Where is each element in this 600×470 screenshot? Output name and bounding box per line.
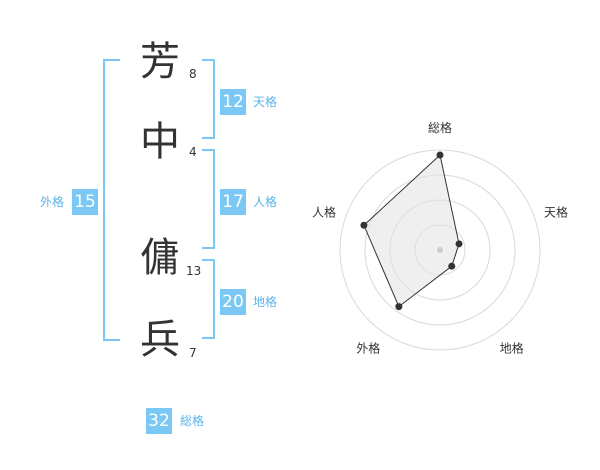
stroke-count-4: 7 bbox=[189, 346, 197, 360]
gaikaku-label: 外格 bbox=[40, 195, 65, 209]
chikaku-label: 地格 bbox=[253, 295, 278, 309]
jinkaku-bracket bbox=[202, 149, 215, 249]
name-char-2: 中 bbox=[140, 119, 180, 165]
radar-point-2 bbox=[455, 240, 463, 248]
gaikaku-badge: 15 bbox=[72, 189, 98, 215]
jinkaku-label: 人格 bbox=[253, 195, 278, 209]
radar-axis-label: 天格 bbox=[544, 204, 568, 219]
chikaku-badge: 20 bbox=[220, 289, 246, 315]
tenkaku-bracket bbox=[202, 59, 215, 139]
radar-axis-label: 外格 bbox=[356, 341, 380, 356]
radar-axis-label: 総格 bbox=[428, 120, 452, 135]
radar-center bbox=[437, 247, 443, 253]
radar-point-1 bbox=[436, 151, 444, 159]
soukaku-label: 総格 bbox=[180, 414, 205, 428]
radar-point-3 bbox=[448, 262, 456, 270]
name-char-3: 傭 bbox=[140, 235, 180, 281]
stroke-count-2: 4 bbox=[189, 145, 197, 159]
stroke-count-1: 8 bbox=[189, 67, 197, 81]
radar-axis-label: 人格 bbox=[312, 204, 336, 219]
name-char-4: 兵 bbox=[140, 317, 180, 363]
radar-axis-label: 地格 bbox=[500, 341, 524, 356]
tenkaku-label: 天格 bbox=[253, 95, 278, 109]
radar-area bbox=[363, 154, 460, 308]
stroke-count-3: 13 bbox=[186, 264, 202, 278]
soukaku-badge: 32 bbox=[146, 408, 172, 434]
gaikaku-bracket bbox=[103, 59, 120, 341]
tenkaku-badge: 12 bbox=[220, 89, 246, 115]
chikaku-bracket bbox=[202, 259, 215, 339]
radar-point-4 bbox=[395, 303, 403, 311]
radar-point-5 bbox=[360, 221, 368, 229]
name-char-1: 芳 bbox=[140, 39, 180, 85]
jinkaku-badge: 17 bbox=[220, 189, 246, 215]
